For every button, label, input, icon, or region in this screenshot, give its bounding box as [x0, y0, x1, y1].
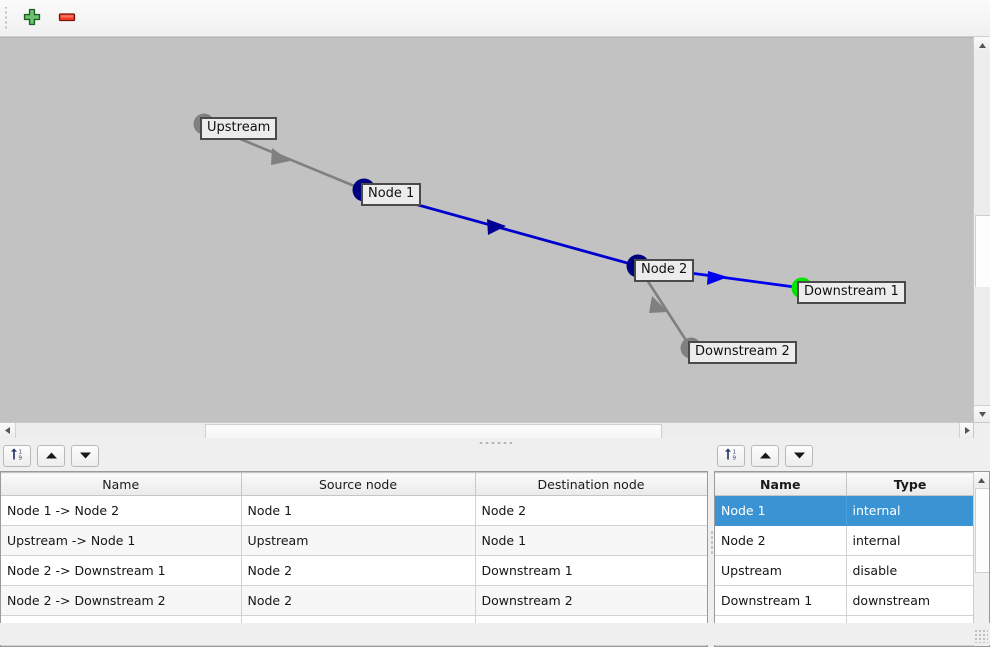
node-label-downstream2[interactable]: Downstream 2 — [688, 341, 797, 364]
sort-ascending-icon: 1 9 — [723, 447, 739, 465]
nodes-sort-button[interactable]: 1 9 — [717, 444, 745, 467]
scroll-down-button[interactable] — [974, 405, 990, 422]
table-row[interactable]: Node 2 -> Downstream 2 Node 2 Downstream… — [1, 585, 707, 616]
caret-up-icon — [978, 38, 987, 52]
status-bar — [0, 623, 990, 645]
edge-source-cell[interactable]: Node 1 — [241, 495, 476, 526]
canvas-vertical-scrollbar[interactable] — [973, 37, 990, 422]
edges-toolbar: 1 9 — [0, 439, 708, 471]
edge-source-cell[interactable]: Node 2 — [241, 585, 476, 616]
caret-right-icon — [964, 424, 971, 438]
node-type-cell[interactable]: downstream — [846, 585, 975, 616]
table-row[interactable]: Upstream -> Node 1 Upstream Node 1 — [1, 525, 707, 556]
node-name-cell[interactable]: Upstream — [715, 555, 847, 586]
edge-name-cell[interactable]: Upstream -> Node 1 — [1, 525, 242, 556]
table-row[interactable]: Node 1 -> Node 2 Node 1 Node 2 — [1, 495, 707, 526]
splitter-grip-icon — [478, 440, 512, 445]
nodes-toolbar: 1 9 — [714, 439, 990, 471]
canvas-horizontal-scrollbar[interactable] — [0, 422, 975, 440]
edges-move-up-button[interactable] — [37, 444, 65, 467]
remove-node-button[interactable] — [52, 3, 82, 33]
add-node-button[interactable] — [17, 3, 47, 33]
nodes-table-frame: Name Type Node 1 internal Node 2 — [714, 471, 990, 647]
node-name-cell[interactable]: Downstream 1 — [715, 585, 847, 616]
node-type-cell[interactable]: internal — [846, 495, 975, 526]
resize-grip-icon[interactable] — [974, 629, 988, 643]
nodes-table-scrollbar[interactable] — [973, 472, 989, 646]
table-row[interactable]: Node 1 internal — [715, 495, 989, 526]
nodes-column-name[interactable]: Name — [715, 472, 847, 496]
edge-source-cell[interactable]: Upstream — [241, 525, 476, 556]
minus-icon — [56, 7, 78, 30]
triangle-down-icon — [793, 448, 806, 463]
svg-text:9: 9 — [19, 455, 23, 461]
triangle-up-icon — [759, 448, 772, 463]
scroll-left-button[interactable] — [0, 423, 16, 439]
scroll-track-lower[interactable] — [974, 287, 990, 406]
edge-destination-cell[interactable]: Downstream 1 — [475, 555, 707, 586]
triangle-up-icon — [45, 448, 58, 463]
edges-sort-button[interactable]: 1 9 — [3, 444, 31, 467]
vertical-splitter-grip-icon — [709, 530, 713, 556]
edge-destination-cell[interactable]: Node 1 — [475, 525, 707, 556]
nodes-move-up-button[interactable] — [751, 444, 779, 467]
node-label-upstream[interactable]: Upstream — [200, 117, 278, 140]
edges-move-down-button[interactable] — [71, 444, 99, 467]
edges-table: Name Source node Destination node Node 1… — [1, 472, 707, 646]
graph-area: Upstream Node 1 Node 2 Downstream 1 Down… — [0, 37, 990, 447]
node-label-node1[interactable]: Node 1 — [361, 183, 422, 206]
main-toolbar — [0, 0, 990, 37]
horizontal-splitter[interactable] — [0, 438, 990, 447]
caret-left-icon — [4, 424, 11, 438]
edge-name-cell[interactable]: Node 2 -> Downstream 1 — [1, 555, 242, 586]
table-row[interactable]: Downstream 1 downstream — [715, 585, 989, 616]
node-label-downstream1[interactable]: Downstream 1 — [797, 281, 906, 304]
nodes-table: Name Type Node 1 internal Node 2 — [715, 472, 989, 646]
scroll-right-button[interactable] — [959, 423, 975, 439]
nodes-move-down-button[interactable] — [785, 444, 813, 467]
nodes-scroll-thumb[interactable] — [975, 488, 989, 573]
edges-table-header-row: Name Source node Destination node — [1, 472, 707, 496]
caret-down-icon — [978, 407, 987, 421]
edge-destination-cell[interactable]: Node 2 — [475, 495, 707, 526]
sort-ascending-icon: 1 9 — [9, 447, 25, 465]
caret-up-icon — [977, 473, 986, 487]
svg-text:9: 9 — [733, 455, 737, 461]
triangle-down-icon — [79, 448, 92, 463]
scrollbar-corner — [973, 422, 990, 439]
node-label-node2[interactable]: Node 2 — [634, 259, 695, 282]
scroll-track-upper[interactable] — [974, 53, 990, 215]
graph-svg — [193, 113, 813, 359]
nodes-panel: 1 9 — [714, 439, 990, 647]
bottom-panels: 1 9 — [0, 439, 990, 647]
edges-table-frame: Name Source node Destination node Node 1… — [0, 471, 708, 647]
graph-canvas[interactable]: Upstream Node 1 Node 2 Downstream 1 Down… — [0, 37, 975, 422]
table-row[interactable]: Upstream disable — [715, 555, 989, 586]
edges-column-name[interactable]: Name — [1, 472, 242, 496]
node-type-cell[interactable]: internal — [846, 525, 975, 556]
vertical-splitter[interactable] — [708, 439, 714, 647]
edges-column-destination[interactable]: Destination node — [475, 472, 707, 496]
edge-destination-cell[interactable]: Downstream 2 — [475, 585, 707, 616]
node-type-cell[interactable]: disable — [846, 555, 975, 586]
node-name-cell[interactable]: Node 1 — [715, 495, 847, 526]
edges-column-source[interactable]: Source node — [241, 472, 476, 496]
edge-name-cell[interactable]: Node 1 -> Node 2 — [1, 495, 242, 526]
node-name-cell[interactable]: Node 2 — [715, 525, 847, 556]
edge-source-cell[interactable]: Node 2 — [241, 555, 476, 586]
edges-panel: 1 9 — [0, 439, 708, 647]
toolbar-drag-handle[interactable] — [3, 7, 13, 29]
canvas-vscroll-thumb[interactable] — [975, 215, 990, 289]
scroll-up-button[interactable] — [974, 37, 990, 54]
svg-text:1: 1 — [19, 449, 23, 455]
svg-text:1: 1 — [733, 449, 737, 455]
plus-icon — [22, 7, 42, 30]
table-row[interactable]: Node 2 internal — [715, 525, 989, 556]
nodes-scroll-up-button[interactable] — [974, 472, 989, 487]
table-row[interactable]: Node 2 -> Downstream 1 Node 2 Downstream… — [1, 555, 707, 586]
nodes-table-header-row: Name Type — [715, 472, 989, 496]
nodes-column-type[interactable]: Type — [846, 472, 975, 496]
edge-name-cell[interactable]: Node 2 -> Downstream 2 — [1, 585, 242, 616]
